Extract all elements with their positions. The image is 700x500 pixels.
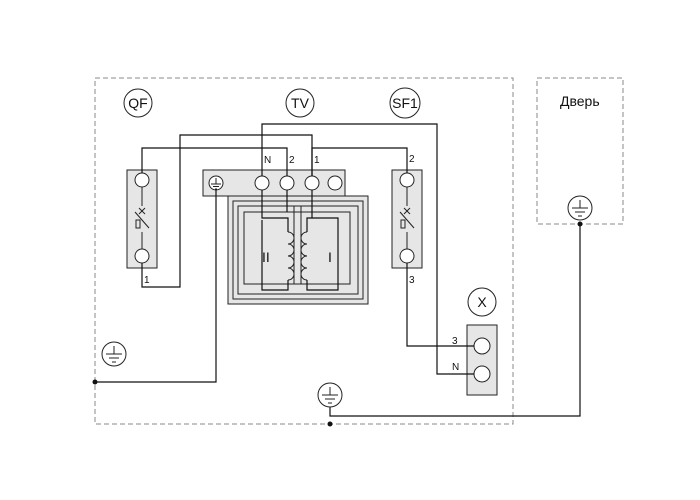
sf1-label-2: 2 — [409, 154, 415, 165]
tv-terminal-n — [254, 175, 270, 191]
sf1-switch — [391, 169, 423, 269]
sf1-label: SF1 — [389, 87, 421, 119]
junction-dot — [577, 221, 583, 227]
tv-label-2: 2 — [289, 155, 295, 166]
wiring — [95, 123, 581, 417]
sf1-top-terminal — [399, 172, 415, 188]
qf-breaker — [126, 169, 158, 269]
tv-label-n: N — [264, 155, 271, 166]
qf-label: QF — [123, 88, 153, 118]
terminal-block-icon — [202, 169, 346, 197]
circuit-breaker-icon — [134, 211, 150, 229]
tv-terminal-4 — [327, 175, 343, 191]
tv-terminal-2 — [279, 175, 295, 191]
x-label-3: 3 — [452, 336, 458, 347]
qf-label-1: 1 — [144, 275, 150, 286]
qf-bottom-terminal — [134, 248, 150, 264]
junction-dot — [327, 421, 333, 427]
qf-top-terminal — [134, 172, 150, 188]
ground-icon — [567, 195, 593, 221]
svg-text:TV: TV — [291, 95, 310, 111]
ground-icon — [317, 382, 343, 408]
junction-dot — [92, 379, 98, 385]
tv-label: TV — [285, 88, 315, 118]
tv-label-1: 1 — [314, 155, 320, 166]
x-terminal-n — [473, 365, 491, 383]
x-terminal-block — [466, 324, 498, 396]
svg-text:X: X — [477, 294, 487, 310]
tv-terminal-1 — [304, 175, 320, 191]
sf1-bottom-terminal — [399, 248, 415, 264]
svg-text:SF1: SF1 — [392, 95, 418, 111]
winding-secondary-label: II — [262, 249, 270, 265]
x-label: X — [467, 287, 497, 317]
x-terminal-3 — [473, 337, 491, 355]
sf1-label-3: 3 — [409, 275, 415, 286]
tv-transformer: II I — [202, 169, 369, 305]
ground-icon — [101, 341, 127, 367]
switch-icon — [399, 211, 415, 229]
door-label: Дверь — [560, 93, 600, 109]
svg-text:QF: QF — [128, 95, 147, 111]
winding-primary-label: I — [328, 249, 332, 265]
transformer-coil-icon — [287, 231, 295, 281]
x-label-n: N — [452, 362, 459, 373]
cabinet-enclosure — [94, 77, 514, 425]
